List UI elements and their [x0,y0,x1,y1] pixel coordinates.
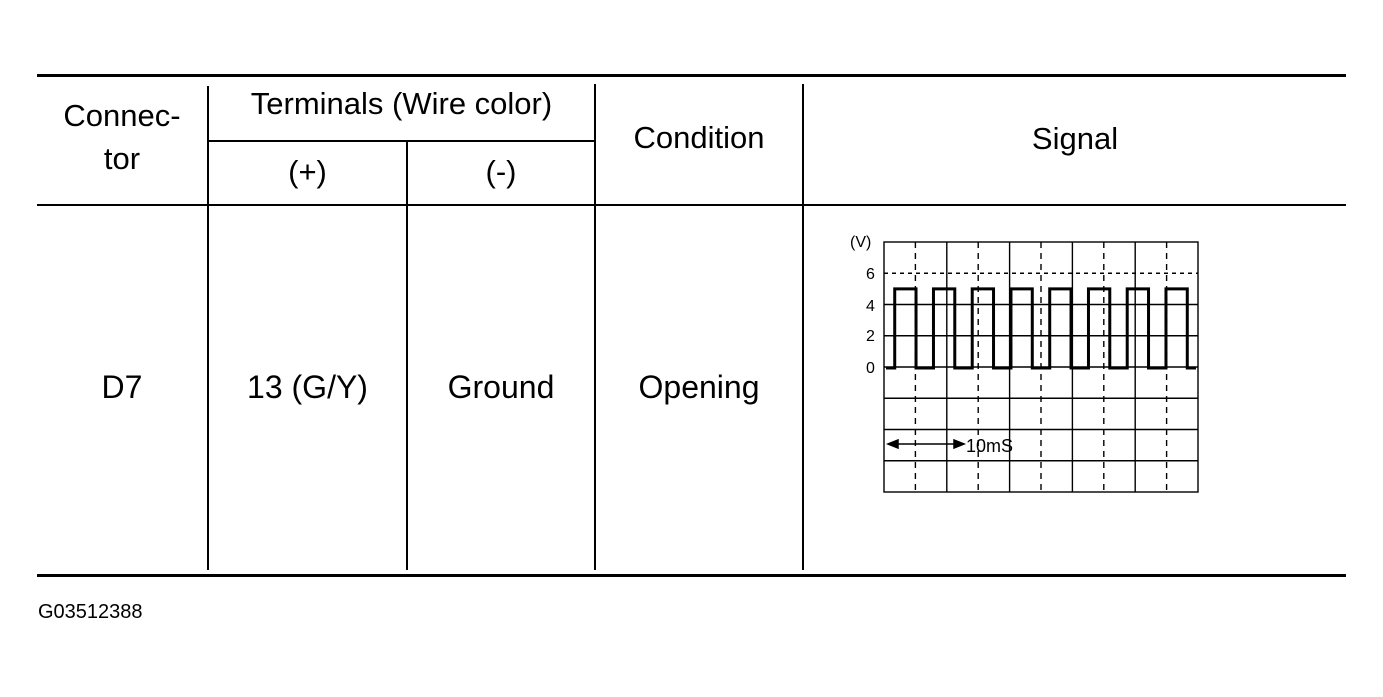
terminals-subheader-rule [209,140,596,142]
header-connector-line2: tor [103,141,141,176]
time-scale-marker [885,438,967,450]
header-plus: (+) [288,154,327,189]
y-unit-label: (V) [850,234,871,251]
column-divider-2 [406,142,408,570]
square-wave [886,287,1196,370]
figure-id: G03512388 [38,601,143,623]
table-bottom-rule [37,574,1346,577]
column-divider-1 [207,86,209,570]
header-connector-line1: Connec- [63,98,181,133]
cell-connector: D7 [101,369,143,405]
y-tick-4: 4 [866,298,875,315]
y-tick-6: 6 [866,266,875,283]
header-minus: (-) [485,154,517,189]
signal-waveform: (V) 6 4 2 0 10mS [850,234,1199,493]
y-tick-0: 0 [866,360,875,377]
header-divider [37,204,1346,206]
table-top-rule [37,74,1346,77]
cell-plus-terminal: 13 (G/Y) [247,369,368,405]
cell-condition: Opening [638,369,760,405]
header-condition: Condition [633,120,765,155]
header-signal: Signal [1031,121,1119,156]
cell-minus-terminal: Ground [447,369,555,405]
time-scale-label: 10mS [966,436,1013,456]
waveform-trace [886,287,1196,370]
column-divider-3 [594,84,596,570]
header-terminals: Terminals (Wire color) [250,86,553,121]
y-tick-2: 2 [866,328,875,345]
column-divider-4 [802,84,804,570]
